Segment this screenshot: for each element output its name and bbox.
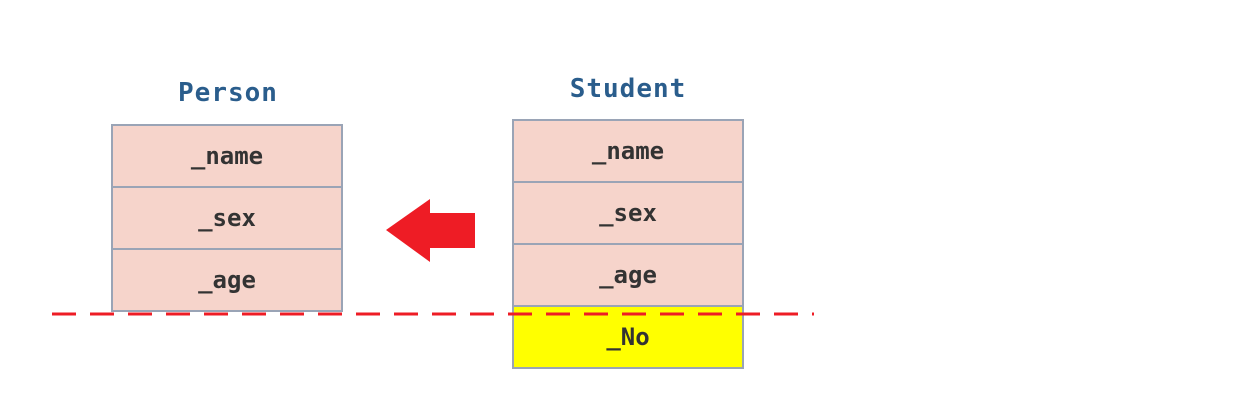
student-field-no: _No [512,305,744,369]
student-field-age: _age [512,243,744,307]
person-title: Person [178,78,278,108]
student-field-name: _name [512,119,744,183]
person-field-sex: _sex [111,186,343,250]
arrow-left-icon [386,199,475,262]
person-field-age: _age [111,248,343,312]
student-field-sex: _sex [512,181,744,245]
person-field-name: _name [111,124,343,188]
student-struct: _name _sex _age _No [512,119,744,369]
person-struct: _name _sex _age [111,124,343,312]
student-title: Student [569,74,687,104]
